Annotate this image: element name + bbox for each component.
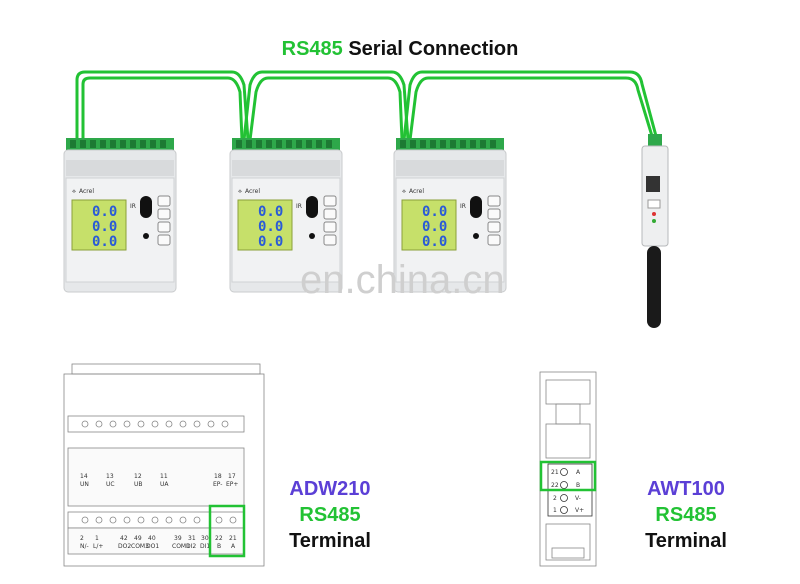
adw-top-s1: UC: [106, 481, 115, 488]
meter-brand: Acrel: [245, 188, 260, 195]
adw-bot-s5: COM1: [172, 543, 190, 550]
adw-bottom-circles: [81, 516, 237, 524]
adw-bot-s2: DO2: [118, 543, 131, 550]
lcd-line-2: 0.0: [92, 219, 117, 235]
adw-top-t2: 12: [134, 473, 142, 480]
awt-n3: V+: [575, 507, 584, 514]
lcd-line-1: 0.0: [422, 204, 447, 220]
adw210-label: ADW210 RS485 Terminal: [270, 476, 390, 554]
adw210-terminal-drawing: [63, 363, 265, 567]
awt-n1: B: [576, 482, 580, 489]
awt-terminal-labels: 21 22 2 1 A B V- V+: [551, 469, 584, 514]
ir-label: IR: [460, 203, 466, 210]
lcd-line-2: 0.0: [258, 219, 283, 235]
adw-top-s2: UB: [134, 481, 143, 488]
awt-t1: 22: [551, 482, 559, 489]
adw-bot-s3: COM3: [131, 543, 149, 550]
adw-top-t5: 17: [228, 473, 236, 480]
lcd-line-1: 0.0: [258, 204, 283, 220]
adw-bot-s8: B: [217, 543, 221, 550]
adw-top-s0: UN: [80, 481, 89, 488]
adw-bot-s0: N/-: [80, 543, 89, 550]
adw-bot-s6: DI2: [186, 543, 196, 550]
lcd-line-2: 0.0: [422, 219, 447, 235]
adw-top-t4: 18: [214, 473, 222, 480]
diagram-title: RS485 Serial Connection: [0, 38, 800, 61]
meter-3: ⟡ Acrel 0.0 0.0 0.0 IR: [393, 138, 507, 293]
adw-bot-t7: 30: [201, 535, 209, 542]
awt-n2: V-: [575, 495, 581, 502]
adw-bot-s4: DO1: [146, 543, 159, 550]
adw-top-terminal-labels: 14 UN 13 UC 12 UB 11 UA 18 EP- 17 EP+: [80, 473, 238, 488]
adw-top-t3: 11: [160, 473, 168, 480]
title-rest: Serial Connection: [342, 38, 519, 60]
meter-1: ⟡ Acrel 0.0 0.0 0.0 IR: [63, 138, 177, 293]
lcd-line-3: 0.0: [422, 234, 447, 250]
adw-bot-s9: A: [231, 543, 236, 550]
adw210-protocol: RS485: [299, 504, 361, 526]
awt-t3: 1: [553, 507, 557, 514]
lcd-line-1: 0.0: [92, 204, 117, 220]
meter-2: ⟡ Acrel 0.0 0.0 0.0 IR: [229, 138, 343, 293]
adw-top-t1: 13: [106, 473, 114, 480]
awt100-device: [641, 134, 669, 328]
awt100-label: AWT100 RS485 Terminal: [626, 476, 746, 554]
adw-bot-t2: 42: [120, 535, 128, 542]
adw-bot-t6: 31: [188, 535, 196, 542]
adw210-model: ADW210: [289, 478, 371, 500]
svg-text:⟡: ⟡: [238, 188, 242, 195]
ir-label: IR: [296, 203, 302, 210]
adw-bot-t3: 49: [134, 535, 142, 542]
adw-top-s5: EP+: [226, 481, 238, 488]
awt-rs485-highlight: [539, 460, 597, 492]
meter-brand: Acrel: [409, 188, 424, 195]
adw-top-s3: UA: [160, 481, 169, 488]
svg-text:⟡: ⟡: [402, 188, 406, 195]
adw-bot-s1: L/+: [93, 543, 103, 550]
adw-rs485-highlight: [208, 504, 246, 558]
lcd-line-3: 0.0: [92, 234, 117, 250]
awt-n0: A: [576, 469, 581, 476]
watermark: en.china.cn: [300, 258, 505, 302]
meter-brand: Acrel: [79, 188, 94, 195]
adw-bot-t9: 21: [229, 535, 237, 542]
adw210-terminal-word: Terminal: [289, 530, 371, 552]
adw-bottom-terminal-labels: 2 N/- 1 L/+ 42 DO2 49 COM3 40 DO1 39 COM…: [80, 535, 237, 550]
adw-top-circles: [81, 420, 229, 428]
adw-bot-t4: 40: [148, 535, 156, 542]
title-rs485: RS485: [281, 38, 343, 60]
adw-bot-t1: 1: [95, 535, 99, 542]
adw-top-t0: 14: [80, 473, 88, 480]
adw-bot-s7: DI1: [200, 543, 210, 550]
lcd-line-3: 0.0: [258, 234, 283, 250]
adw-bot-t8: 22: [215, 535, 223, 542]
awt-t2: 2: [553, 495, 557, 502]
svg-text:⟡: ⟡: [72, 188, 76, 195]
rs485-wires: [75, 70, 658, 141]
awt100-protocol: RS485: [655, 504, 717, 526]
adw-bot-t0: 2: [80, 535, 84, 542]
adw-bot-t5: 39: [174, 535, 182, 542]
ir-label: IR: [130, 203, 136, 210]
awt-t0: 21: [551, 469, 559, 476]
adw-top-s4: EP-: [213, 481, 222, 488]
awt100-model: AWT100: [647, 478, 725, 500]
awt100-terminal-word: Terminal: [645, 530, 727, 552]
